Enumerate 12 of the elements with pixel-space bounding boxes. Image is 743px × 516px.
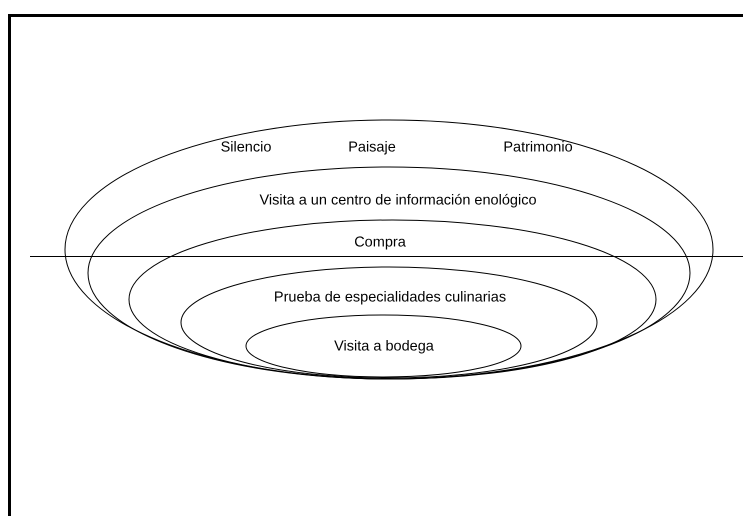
ellipse-layer [88,167,690,379]
layer-label: Silencio [220,140,272,156]
layer-label: Prueba de especialidades culinarias [274,290,506,306]
layer-label: Visita a bodega [334,338,434,356]
ellipse-layer [65,120,713,379]
ellipse-layer [129,220,656,379]
layer-label: Paisaje [348,140,396,156]
layer-label: Compra [354,234,406,252]
layer-label: Patrimonio [503,140,573,156]
layer-label: Visita a un centro de información enológico [260,192,536,210]
ellipse-layer [181,267,597,378]
ellipse-layer [246,315,521,377]
